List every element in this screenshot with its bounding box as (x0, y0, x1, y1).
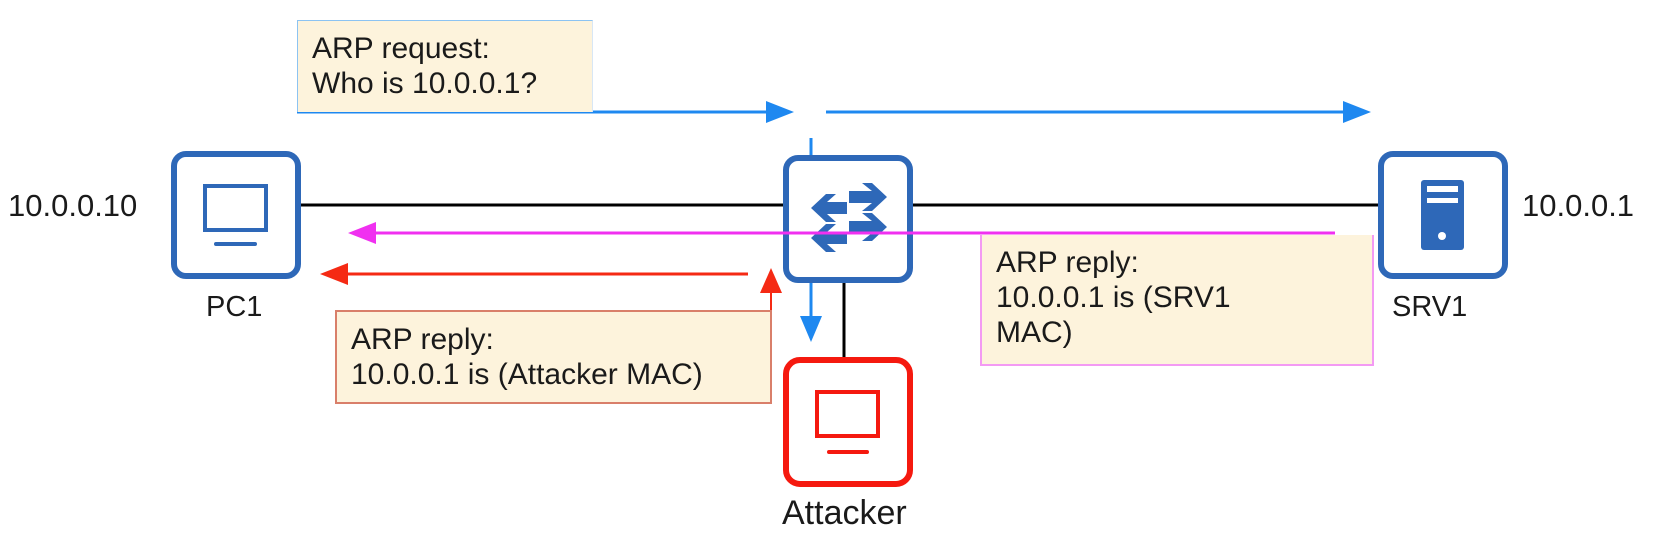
arp-request-question: Who is 10.0.0.1? (312, 67, 538, 100)
desktop-icon (815, 390, 880, 454)
arp-request-title: ARP request: (312, 32, 490, 65)
legit-reply-title: ARP reply: (996, 246, 1139, 279)
arp-request-arrow-to-switch (297, 101, 794, 123)
spoofed-arp-reply-note: ARP reply: 10.0.0.1 is (Attacker MAC) (335, 310, 772, 404)
pc1-device[interactable] (171, 151, 301, 279)
switch-device[interactable] (783, 155, 913, 283)
attacker-device[interactable] (783, 357, 913, 487)
arp-request-arrow-to-srv1 (826, 101, 1371, 123)
spoofed-reply-body: 10.0.0.1 is (Attacker MAC) (351, 358, 703, 391)
desktop-icon (203, 184, 268, 246)
legit-reply-arrow (348, 222, 1335, 244)
spoofed-reply-title: ARP reply: (351, 323, 494, 356)
arp-request-note: ARP request: Who is 10.0.0.1? (297, 20, 593, 112)
server-icon (1421, 180, 1464, 250)
legit-reply-body-1: 10.0.0.1 is (SRV1 (996, 281, 1231, 314)
attacker-name-label: Attacker (782, 494, 907, 532)
legit-reply-body-2: MAC) (996, 316, 1073, 349)
srv1-ip-label: 10.0.0.1 (1522, 188, 1635, 223)
legit-arp-reply-note: ARP reply: 10.0.0.1 is (SRV1 MAC) (980, 235, 1374, 366)
pc1-name-label: PC1 (206, 291, 263, 323)
srv1-device[interactable] (1378, 151, 1508, 279)
pc1-ip-label: 10.0.0.10 (8, 188, 138, 223)
srv1-name-label: SRV1 (1392, 291, 1468, 323)
